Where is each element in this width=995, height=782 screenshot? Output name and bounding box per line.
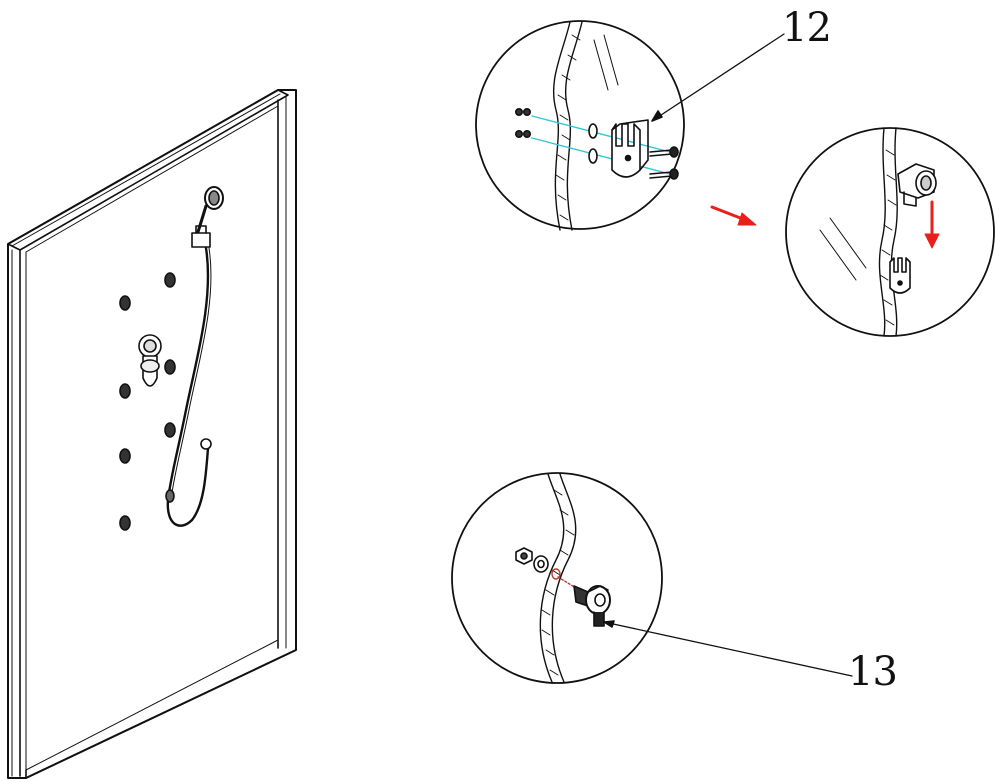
washer [533,555,549,573]
panel-bottom-rail [25,643,297,779]
panel-top-rail [7,89,289,251]
jet-nozzle [119,448,131,464]
jet-nozzle [119,295,131,311]
panel-frame-outer [7,89,297,779]
nut [515,547,533,565]
mixer-control [138,334,162,387]
gasket [551,568,577,589]
glass-section [539,473,565,683]
detail-circle [475,20,685,230]
jet-nozzle [119,383,131,399]
mounting-bracket [611,119,649,178]
detail-circle [451,472,663,684]
mounting-bracket [889,257,911,294]
jet-nozzle [164,359,176,375]
detail-holder-installed [785,127,995,337]
detail-hose-connector [451,472,853,684]
hose-outlet [200,438,212,450]
nut [514,108,531,139]
down-arrow [924,200,940,249]
jet-nozzle [164,422,176,438]
glass-section [552,21,571,231]
hand-shower [196,186,224,234]
alignment-guides [531,115,671,175]
shower-hose [166,246,210,527]
hose-connector [573,585,611,627]
shower-holder [897,163,937,207]
screw [649,146,679,180]
leader-line-12 [651,33,785,122]
detail-circle [785,127,995,337]
body-jets [119,272,176,531]
jet-nozzle [164,272,176,288]
shower-panel [7,89,297,779]
shower-holder [191,225,211,248]
jet-nozzle [119,515,131,531]
detail-bracket-mounting [475,20,785,231]
transition-arrow [710,205,757,226]
callout-part-13: 13 [848,649,898,695]
callout-part-12: 12 [782,5,832,51]
glass-section [878,127,886,337]
leader-line-13 [603,621,853,677]
